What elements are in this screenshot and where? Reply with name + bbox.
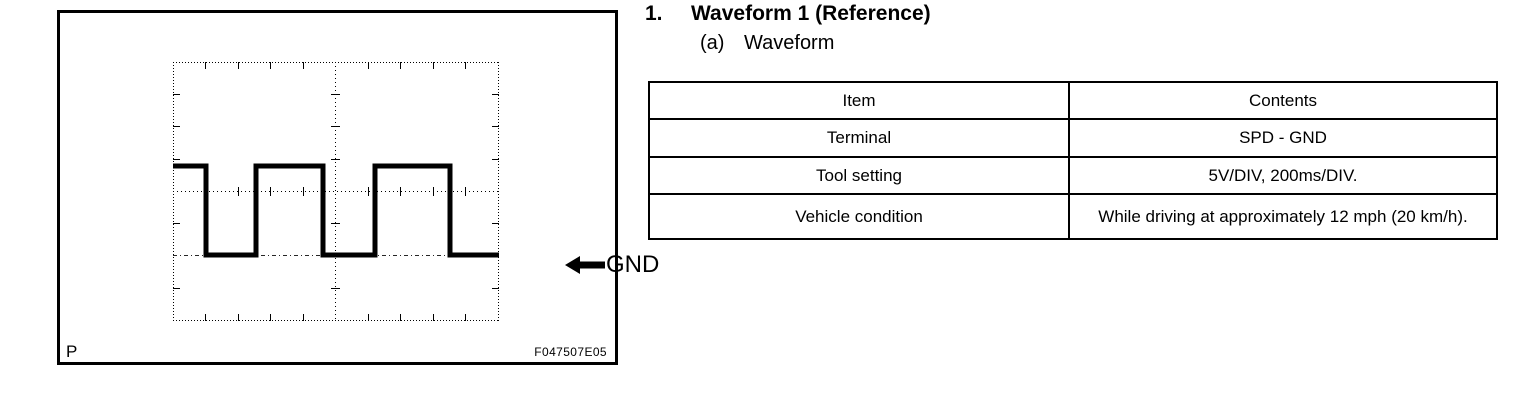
waveform-figure-panel: GND P F047507E05 [57, 10, 659, 365]
frame-tick [433, 314, 434, 321]
subheading: (a) Waveform [645, 32, 1505, 55]
axis-tick [303, 187, 304, 196]
frame-tick [433, 62, 434, 69]
cell-contents: While driving at approximately 12 mph (2… [1068, 192, 1498, 241]
frame-tick [238, 314, 239, 321]
column-header-contents: Contents [1068, 80, 1498, 121]
frame-tick [270, 314, 271, 321]
cell-contents: 5V/DIV, 200ms/DIV. [1068, 155, 1498, 195]
specification-table: Item Contents Terminal SPD - GND Tool se… [648, 80, 1498, 241]
axis-tick [331, 288, 340, 289]
waveform-trace [173, 62, 499, 321]
frame-tick [173, 159, 180, 160]
frame-tick [173, 94, 180, 95]
figure-code: F047507E05 [534, 345, 607, 359]
axis-tick [433, 187, 434, 196]
frame-tick [173, 223, 180, 224]
graticule-horizontal-axis [173, 191, 499, 192]
axis-tick [331, 223, 340, 224]
cell-contents: SPD - GND [1068, 118, 1498, 158]
table-row: Tool setting 5V/DIV, 200ms/DIV. [648, 155, 1498, 195]
frame-tick [368, 314, 369, 321]
frame-tick [238, 62, 239, 69]
subheading-letter: (a) [700, 32, 725, 54]
frame-tick [173, 126, 180, 127]
axis-tick [331, 126, 340, 127]
table-header-row: Item Contents [648, 80, 1498, 121]
axis-tick [465, 187, 466, 196]
left-arrow-icon [565, 256, 605, 274]
axis-tick [400, 187, 401, 196]
frame-tick [303, 314, 304, 321]
graticule-vertical-axis [335, 62, 336, 321]
axis-tick [331, 94, 340, 95]
gnd-marker: GND [565, 251, 659, 279]
axis-tick [270, 187, 271, 196]
cell-item: Terminal [648, 118, 1070, 158]
page-title: Waveform 1 (Reference) [691, 2, 931, 25]
axis-tick [368, 187, 369, 196]
frame-tick [492, 94, 499, 95]
frame-tick [400, 62, 401, 69]
frame-tick [492, 223, 499, 224]
frame-tick [303, 62, 304, 69]
cell-item: Vehicle condition [648, 192, 1070, 241]
axis-tick [238, 187, 239, 196]
gnd-label: GND [606, 251, 660, 278]
frame-tick [205, 314, 206, 321]
column-header-item: Item [648, 80, 1070, 121]
content-column: 1. Waveform 1 (Reference) (a) Waveform I… [645, 0, 1505, 241]
frame-tick [492, 288, 499, 289]
axis-tick [331, 159, 340, 160]
page-marker: P [66, 342, 78, 361]
cell-item: Tool setting [648, 155, 1070, 195]
subheading-title: Waveform [744, 32, 835, 54]
frame-tick [465, 314, 466, 321]
frame-tick [465, 62, 466, 69]
frame-tick [368, 62, 369, 69]
frame-tick [270, 62, 271, 69]
table-row: Vehicle condition While driving at appro… [648, 192, 1498, 241]
frame-tick [205, 62, 206, 69]
oscilloscope-graticule [173, 62, 499, 321]
heading-number: 1. [645, 2, 663, 25]
frame-tick [492, 126, 499, 127]
graticule-top-border [173, 62, 499, 63]
table-row: Terminal SPD - GND [648, 118, 1498, 158]
frame-tick [400, 314, 401, 321]
frame-tick [173, 288, 180, 289]
graticule-bottom-border [173, 320, 499, 321]
frame-tick [492, 159, 499, 160]
heading: 1. Waveform 1 (Reference) [645, 2, 1505, 26]
